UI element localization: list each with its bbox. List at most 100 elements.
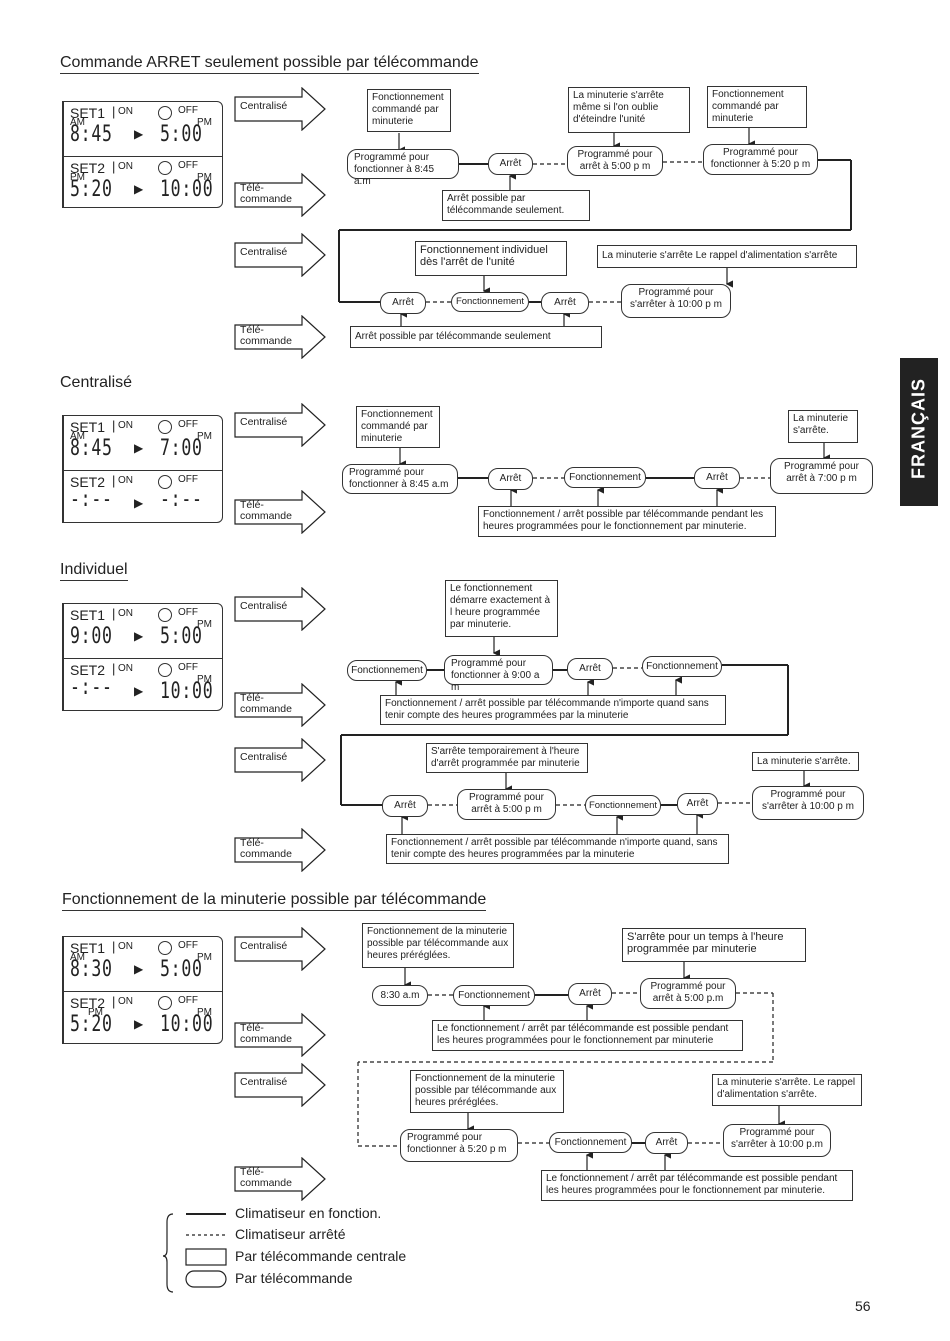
schedule-pill: Programmé pour arrêt à 5:00 p.m	[640, 978, 736, 1009]
info-box: Fonctionnement commandé par minuterie	[367, 89, 451, 132]
arrow-label: Télé-commande	[240, 1022, 292, 1045]
schedule-pill: Programmé pour s'arrêter à 10:00 p m	[752, 786, 864, 820]
on-label: ON	[112, 606, 133, 621]
circle-icon	[158, 420, 172, 434]
state-pill: 8:30 a.m	[372, 985, 428, 1006]
play-arrow-icon: ▶	[134, 182, 144, 196]
am-pm-label: PM	[88, 1007, 103, 1018]
arrow-label: Centralisé	[240, 100, 288, 112]
off-time: 5:00	[160, 957, 203, 982]
centralise-arrow: Centralisé	[234, 738, 326, 782]
info-box: La minuterie s'arrête.	[788, 410, 858, 443]
state-pill: Arrêt	[488, 153, 533, 175]
legend-rounded-rectangle: Par télécommande	[235, 1270, 353, 1286]
schedule-pill: Programmé pour fonctionner à 8:45 a.m	[347, 149, 459, 187]
state-pill: Arrêt	[677, 793, 718, 815]
play-arrow-icon: ▶	[134, 441, 144, 455]
am-pm-label: PM	[197, 172, 212, 183]
set-label: SET2	[70, 474, 106, 490]
state-pill: Arrêt	[382, 795, 428, 817]
am-pm-label: PM	[70, 172, 85, 183]
play-arrow-icon: ▶	[134, 629, 144, 643]
off-time: 7:00	[160, 436, 203, 461]
schedule-pill: Programmé pour fonctionner à 8:45 a.m	[342, 464, 458, 494]
arrow-label: Centralisé	[240, 416, 288, 428]
state-pill: Fonctionnement	[451, 292, 529, 312]
legend-rectangle: Par télécommande centrale	[235, 1248, 407, 1264]
play-arrow-icon: ▶	[134, 496, 144, 510]
legend-dashed-line: Climatiseur arrêté	[235, 1226, 346, 1242]
telecommande-arrow: Télé-commande	[234, 1157, 326, 1201]
set-label: SET1	[70, 419, 106, 435]
state-pill: Arrêt	[645, 1132, 688, 1154]
timer-display: SET1 ON OFF AM PM 8:45 ▶ 5:00 SET2 ON OF…	[62, 101, 223, 208]
on-label: ON	[112, 661, 133, 676]
info-box: Fonctionnement individuel dès l'arrêt de…	[415, 241, 567, 276]
arrow-label: Centralisé	[240, 600, 288, 612]
off-label: OFF	[178, 474, 198, 485]
arrow-label: Télé-commande	[240, 499, 292, 522]
off-time: 10:00	[160, 679, 214, 704]
am-pm-label: PM	[197, 952, 212, 963]
info-box: Fonctionnement / arrêt possible par télé…	[380, 695, 726, 725]
state-pill: Fonctionnement	[347, 660, 427, 681]
arrow-label: Télé-commande	[240, 182, 292, 205]
on-label: ON	[112, 159, 133, 174]
info-box: Arrêt possible par télécommande seulemen…	[442, 190, 590, 221]
play-arrow-icon: ▶	[134, 1017, 144, 1031]
legend-solid-line: Climatiseur en fonction.	[235, 1205, 382, 1221]
timer-display: SET1 ON OFF AM PM 8:45 ▶ 7:00 SET2 ON OF…	[62, 415, 223, 523]
schedule-pill: Programmé pour arrêt à 5:00 p m	[567, 146, 663, 176]
info-box: Fonctionnement / arrêt possible par télé…	[478, 506, 776, 537]
off-time: -:--	[160, 487, 203, 512]
off-time: 10:00	[160, 177, 214, 202]
state-pill: Fonctionnement	[585, 795, 661, 816]
timer-row: SET1 ON OFF AM PM 8:45 ▶ 5:00	[64, 102, 222, 150]
state-pill: Arrêt	[694, 467, 740, 489]
on-time: 8:45	[70, 122, 113, 147]
circle-icon	[158, 475, 172, 489]
off-label: OFF	[178, 419, 198, 430]
info-box: Arrêt possible par télécommande seulemen…	[350, 326, 602, 348]
arrow-label: Télé-commande	[240, 1166, 292, 1189]
info-box: La minuterie s'arrête.	[752, 752, 859, 771]
set-label: SET1	[70, 105, 106, 121]
am-pm-label: AM	[70, 952, 85, 963]
section-title: Commande ARRET seulement possible par té…	[60, 54, 479, 74]
circle-icon	[158, 941, 172, 955]
on-time: 8:45	[70, 436, 113, 461]
schedule-pill: Programmé pour fonctionner à 9:00 a m	[444, 655, 553, 693]
info-box: S'arrête temporairement à l'heure d'arrê…	[426, 743, 588, 773]
centralise-arrow: Centralisé	[234, 233, 326, 277]
timer-row: SET2 ON OFF PM PM 5:20 ▶ 10:00	[64, 991, 222, 1040]
off-label: OFF	[178, 995, 198, 1006]
circle-icon	[158, 663, 172, 677]
on-label: ON	[112, 994, 133, 1009]
circle-icon	[158, 996, 172, 1010]
state-pill: Fonctionnement	[642, 656, 722, 677]
centralise-arrow: Centralisé	[234, 403, 326, 447]
off-label: OFF	[178, 160, 198, 171]
centralise-arrow: Centralisé	[234, 1063, 326, 1107]
telecommande-arrow: Télé-commande	[234, 315, 326, 359]
set-label: SET2	[70, 160, 106, 176]
am-pm-label: AM	[70, 431, 85, 442]
on-time: -:--	[70, 487, 113, 512]
timer-row: SET1 ON OFF PM 9:00 ▶ 5:00	[64, 604, 222, 652]
off-label: OFF	[178, 105, 198, 116]
am-pm-label: PM	[197, 619, 212, 630]
on-time: 5:20	[70, 1012, 113, 1037]
on-time: -:--	[70, 675, 113, 700]
on-label: ON	[112, 418, 133, 433]
arrow-label: Télé-commande	[240, 837, 292, 860]
play-arrow-icon: ▶	[134, 684, 144, 698]
arrow-label: Centralisé	[240, 246, 288, 258]
state-pill: Arrêt	[541, 292, 589, 314]
am-pm-label: PM	[197, 431, 212, 442]
telecommande-arrow: Télé-commande	[234, 683, 326, 727]
set-label: SET2	[70, 662, 106, 678]
telecommande-arrow: Télé-commande	[234, 828, 326, 872]
timer-row: SET2 ON OFF PM -:-- ▶ 10:00	[64, 658, 222, 707]
play-arrow-icon: ▶	[134, 127, 144, 141]
